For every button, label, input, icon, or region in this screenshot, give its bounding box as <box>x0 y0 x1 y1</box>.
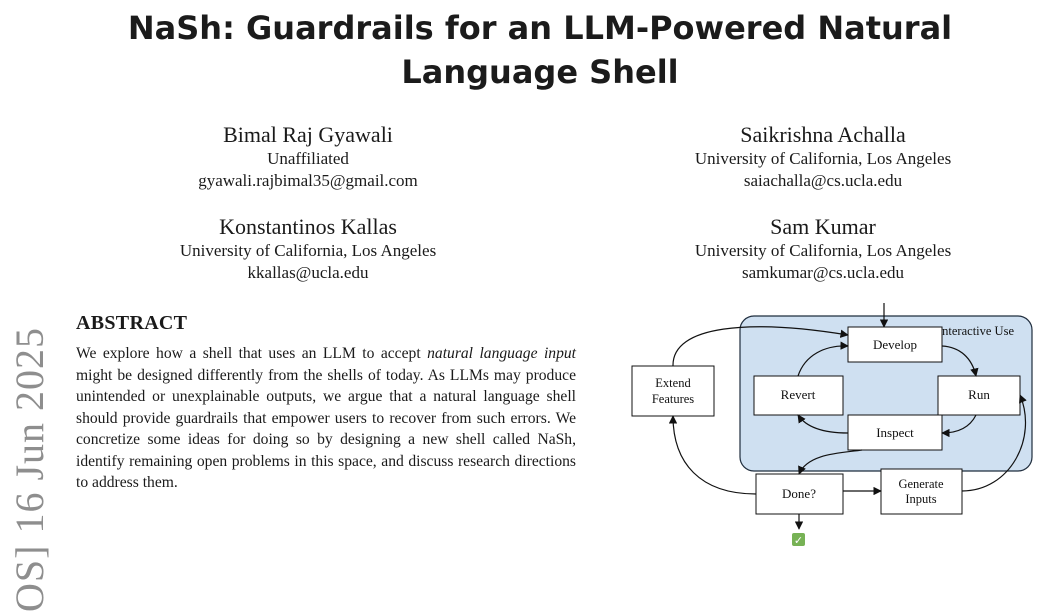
author-email[interactable]: gyawali.rajbimal35@gmail.com <box>198 171 418 190</box>
node-develop-label: Develop <box>873 337 917 352</box>
arrow-generate-run <box>961 394 1027 492</box>
abstract-heading: ABSTRACT <box>76 312 188 334</box>
arrow-extend-develop <box>672 326 849 367</box>
author-name: Saikrishna Achalla <box>740 122 906 147</box>
abstract-part: We explore how a shell that uses an LLM … <box>76 345 428 362</box>
author-affiliation: University of California, Los Angeles <box>694 241 952 260</box>
node-run-label: Run <box>968 387 990 402</box>
node-extend-features <box>631 365 715 417</box>
arrow-inspect-revert <box>797 414 849 434</box>
node-revert-label: Revert <box>781 387 816 402</box>
node-develop <box>847 326 943 363</box>
author-name: Konstantinos Kallas <box>219 214 397 239</box>
author-email[interactable]: kkallas@ucla.edu <box>247 263 369 282</box>
node-extend-label-1: Extend <box>655 376 691 390</box>
arrow-done-extend <box>668 415 757 495</box>
author-email[interactable]: saiachalla@cs.ucla.edu <box>743 171 903 190</box>
author-affiliation: University of California, Los Angeles <box>179 241 437 260</box>
author-block: Konstantinos Kallas University of Califo… <box>98 214 518 284</box>
arrow-develop-run <box>941 345 979 377</box>
node-generate-label-2: Inputs <box>905 492 936 506</box>
checkmark-icon <box>792 533 805 546</box>
author-block: Bimal Raj Gyawali Unaffiliated gyawali.r… <box>98 122 518 192</box>
abstract-part: might be designed differently from the s… <box>76 366 576 492</box>
workflow-diagram: Interactive Use Develop Revert Run Inspe… <box>631 303 1033 547</box>
region-label: Interactive Use <box>938 324 1014 338</box>
author-name: Sam Kumar <box>770 214 876 239</box>
author-name: Bimal Raj Gyawali <box>223 122 393 147</box>
abstract-text: We explore how a shell that uses an LLM … <box>76 343 576 494</box>
node-generate-label-1: Generate <box>898 477 944 491</box>
author-block: Saikrishna Achalla University of Califor… <box>613 122 1033 192</box>
author-email[interactable]: samkumar@cs.ucla.edu <box>742 263 904 282</box>
checkmark-glyph: ✓ <box>794 534 803 547</box>
author-affiliation: University of California, Los Angeles <box>694 149 952 168</box>
paper-title: NaSh: Guardrails for an LLM-Powered Natu… <box>127 9 953 91</box>
node-run <box>937 375 1021 416</box>
author-affiliation: Unaffiliated <box>267 149 349 168</box>
arrow-revert-develop <box>797 341 849 377</box>
arxiv-stamp: OS] 16 Jun 2025 <box>7 326 52 612</box>
node-done-label: Done? <box>782 486 816 501</box>
node-extend-label-2: Features <box>652 392 694 406</box>
node-inspect-label: Inspect <box>876 425 914 440</box>
arrow-inspect-done <box>798 449 863 475</box>
abstract-emphasis: natural language input <box>427 345 576 362</box>
author-block: Sam Kumar University of California, Los … <box>613 214 1033 284</box>
arrow-run-inspect <box>941 414 977 438</box>
